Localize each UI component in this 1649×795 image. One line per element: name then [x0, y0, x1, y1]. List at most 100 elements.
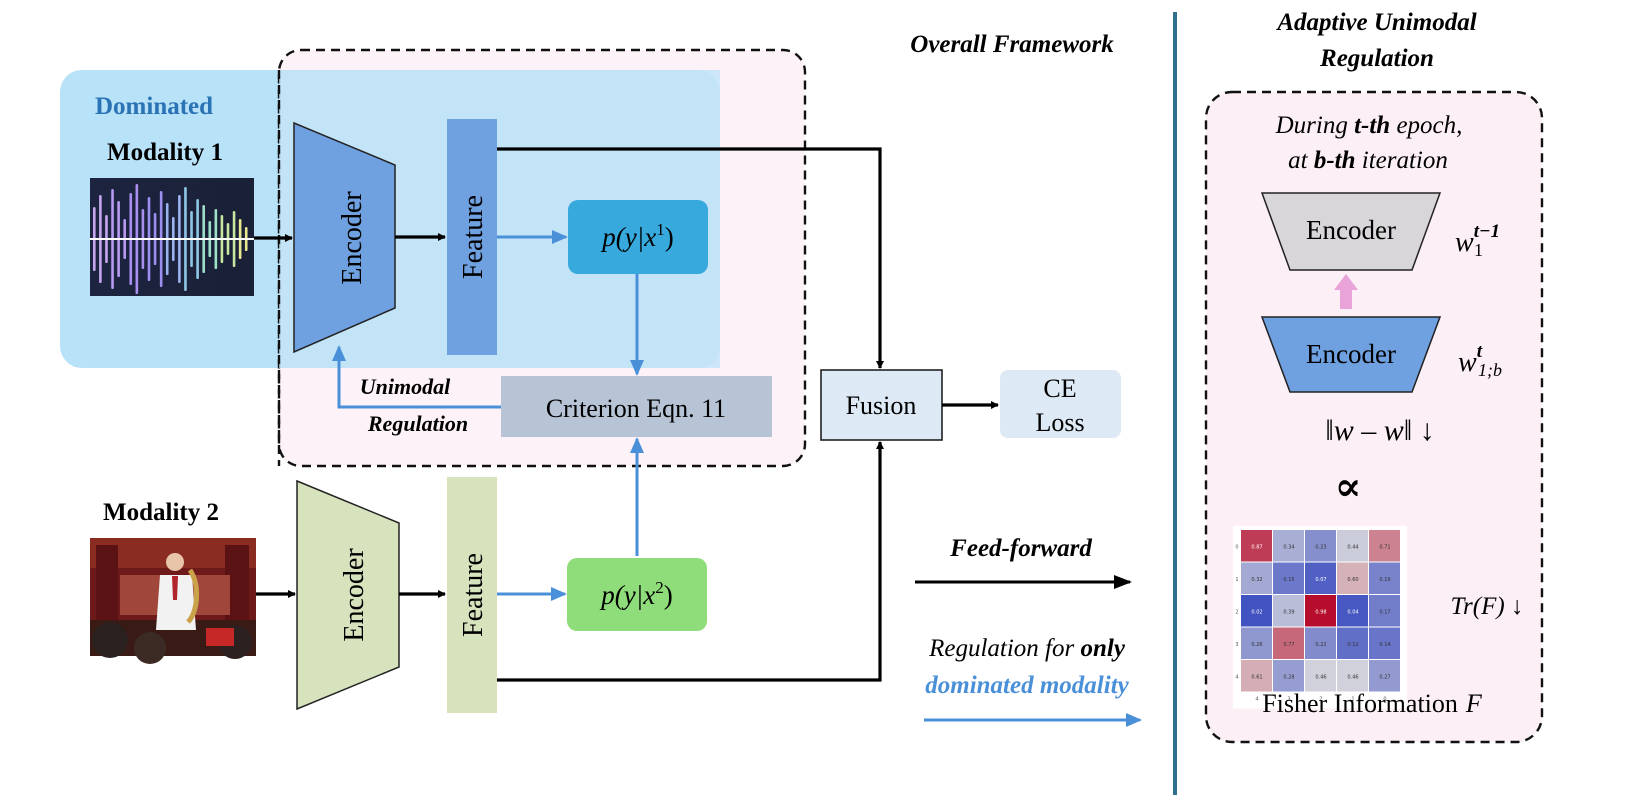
proportional-symbol: ∝ [1335, 464, 1362, 509]
modality1-feature [447, 119, 497, 355]
iteration-prefix: at [1288, 147, 1314, 174]
heatmap-cell-value: 0.23 [1315, 544, 1326, 550]
iteration-line: at b-th iteration [1288, 147, 1448, 174]
heatmap-col-label: 0 [1383, 697, 1386, 703]
audio-waveform-image [90, 178, 254, 296]
heatmap-cell [1241, 562, 1272, 594]
epoch-t: t-th [1354, 112, 1390, 139]
weight-current: wt [1458, 341, 1483, 378]
heatmap-cell-value: 0.26 [1251, 642, 1262, 648]
heatmap-cell [1337, 627, 1368, 659]
criterion-label: Criterion Eqn. 11 [546, 394, 726, 423]
heatmap-cell [1369, 627, 1400, 659]
heatmap-cell-value: 0.61 [1251, 674, 1262, 680]
heatmap-cell-value: 0.34 [1283, 544, 1294, 550]
weight-prev-base: w [1455, 227, 1474, 258]
heatmap-cell-value: 0.32 [1251, 577, 1262, 583]
heatmap-row-label: 1 [1235, 577, 1238, 583]
heatmap-cell-value: 0.19 [1379, 577, 1390, 583]
heatmap-cell-value: 0.27 [1379, 674, 1390, 680]
modality1-prob-sup: 1 [656, 220, 665, 239]
modality1-prob-prefix: p(y|x [600, 222, 656, 252]
weight-prev-sup: t−1 [1474, 221, 1500, 242]
heatmap-cell [1273, 595, 1304, 627]
modality1-feature-label: Feature [458, 195, 489, 279]
encoder-prev [1260, 192, 1442, 271]
heatmap-cell-value: 0.71 [1379, 544, 1390, 550]
heatmap-row-label: 2 [1235, 609, 1238, 615]
modality2-prob-prefix: p(y|x [599, 580, 655, 610]
heatmap-cell [1369, 530, 1400, 562]
regulation-label-line1: Unimodal [360, 374, 451, 399]
heatmap-cell [1241, 530, 1272, 562]
ce-loss-label-line2: Loss [1035, 408, 1084, 437]
heatmap-cell-value: 0.17 [1379, 609, 1390, 615]
heatmap-cell [1305, 627, 1336, 659]
modality2-prob-suffix: ) [664, 580, 673, 610]
weight-prev-sub: 1 [1474, 240, 1483, 260]
adaptive-title-line2: Regulation [1319, 45, 1434, 72]
heatmap-cell-value: 0.14 [1379, 642, 1390, 648]
heatmap-cell-value: 0.07 [1315, 577, 1326, 583]
heatmap-cell-value: 0.44 [1347, 544, 1358, 550]
heatmap-cell [1273, 627, 1304, 659]
heatmap-cell [1369, 660, 1400, 692]
heatmap-col-label: 3 [1287, 697, 1290, 703]
modality1-encoder-label: Encoder [337, 191, 368, 285]
legend-regulation-only: only [1080, 635, 1125, 662]
heatmap-cell-value: 0.04 [1347, 609, 1358, 615]
weight-current-sup: t [1477, 341, 1483, 362]
fusion-label: Fusion [846, 391, 917, 420]
weight-current-sub: 1;b [1478, 360, 1502, 380]
epoch-prefix: During [1275, 112, 1354, 139]
modality1-label: Modality 1 [107, 139, 223, 166]
heatmap-cell-value: 0.28 [1283, 674, 1294, 680]
legend-regulation-prefix: Regulation for [928, 635, 1080, 662]
ce-loss-label-line1: CE [1043, 374, 1076, 403]
modality2-feature-label: Feature [458, 553, 489, 637]
heatmap-cell [1305, 530, 1336, 562]
heatmap-cell [1369, 595, 1400, 627]
heatmap-col-label: 4 [1255, 697, 1258, 703]
modality1-prob-suffix: ) [665, 222, 674, 252]
heatmap-cell-value: 0.87 [1251, 544, 1262, 550]
heatmap-row-label: 4 [1235, 674, 1238, 680]
heatmap-cell [1273, 562, 1304, 594]
heatmap-cell [1305, 595, 1336, 627]
heatmap-cell [1337, 595, 1368, 627]
epoch-suffix: epoch, [1390, 112, 1462, 139]
heatmap-col-label: 1 [1351, 697, 1354, 703]
modality1-prob: p(y|x1) [600, 220, 673, 252]
modality2-feature [447, 477, 497, 713]
heatmap-cell-value: 0.39 [1283, 609, 1294, 615]
modality2-prob-box [567, 558, 707, 631]
criterion-box [501, 376, 772, 437]
legend-regulation-label: Regulation for only [928, 635, 1126, 662]
legend-feedforward-label: Feed-forward [949, 535, 1092, 562]
heatmap-cell [1305, 562, 1336, 594]
fusion-box [820, 369, 943, 441]
epoch-line: During t-th epoch, [1275, 112, 1463, 139]
regulation-label-line2: Regulation [367, 411, 468, 436]
heatmap-row-label: 3 [1235, 642, 1238, 648]
heatmap-cell-value: 0.22 [1315, 642, 1326, 648]
norm-expression: ‖w – w‖ ↓ [1325, 414, 1434, 447]
heatmap-cell-value: 0.02 [1251, 609, 1262, 615]
heatmap-cell [1241, 595, 1272, 627]
heatmap-cell [1273, 530, 1304, 562]
weight-current-base: w [1458, 347, 1477, 378]
heatmap-cell-value: 0.12 [1347, 642, 1358, 648]
fisher-label-text: Fisher Information [1262, 689, 1458, 718]
heatmap-col-label: 2 [1319, 697, 1322, 703]
adaptive-title-line1: Adaptive Unimodal [1275, 9, 1476, 36]
heatmap-cell-value: 0.15 [1283, 577, 1294, 583]
encoder-current [1260, 316, 1442, 393]
dominated-label: Dominated [95, 93, 213, 120]
iteration-b: b-th [1314, 147, 1356, 174]
modality2-prob-sup: 2 [655, 578, 664, 597]
heatmap-cell [1337, 562, 1368, 594]
legend-regulation-line2: dominated modality [925, 672, 1129, 699]
